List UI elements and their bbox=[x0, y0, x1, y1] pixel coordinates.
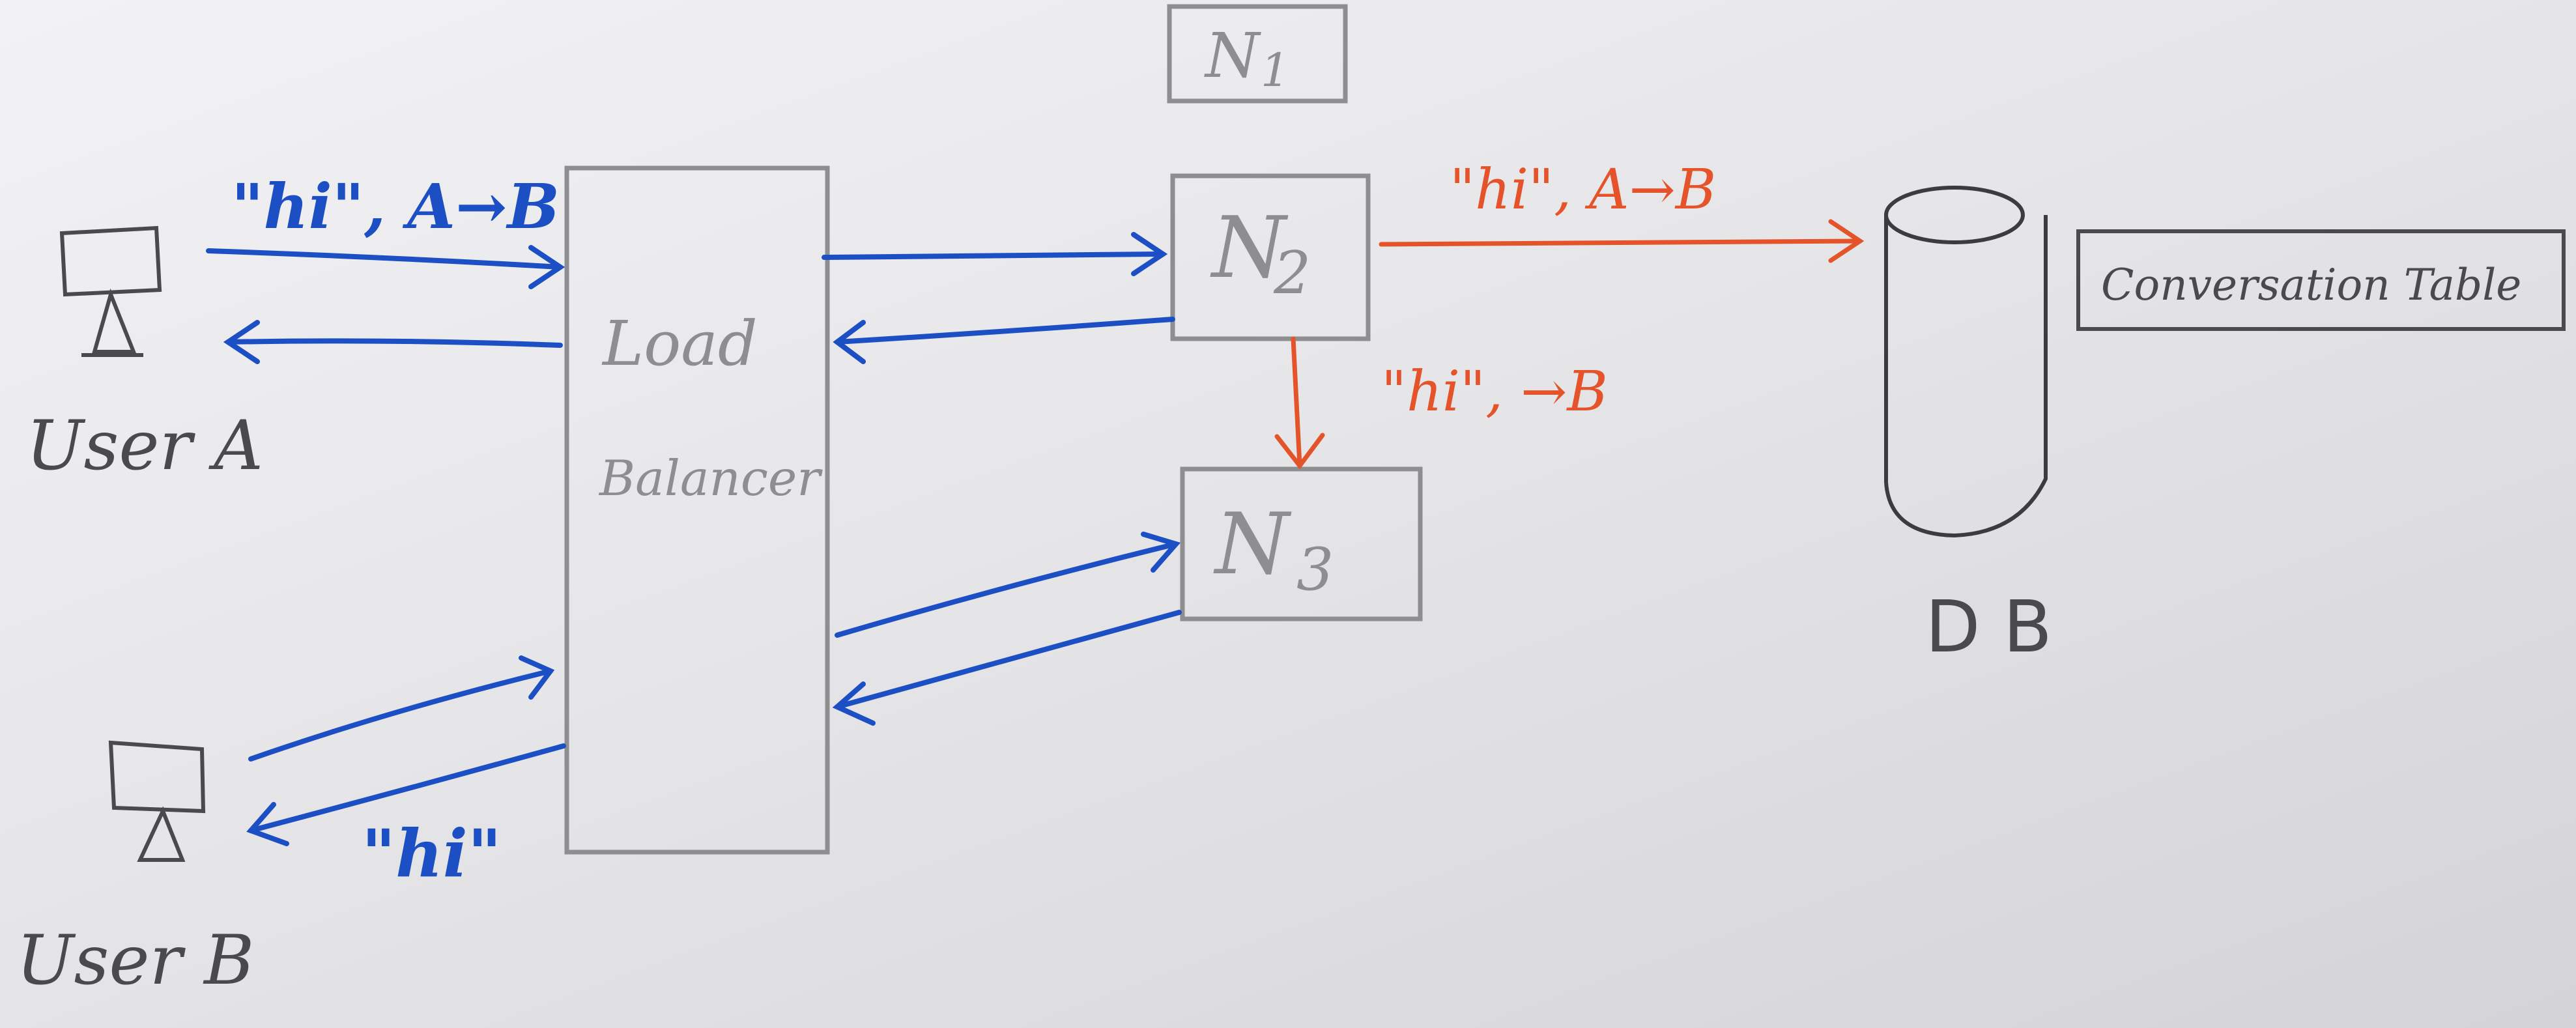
user-a-computer-icon: User A bbox=[26, 225, 263, 485]
n3-label: N bbox=[1213, 494, 1292, 593]
arrowhead-load-balancer-to-user-b bbox=[246, 802, 289, 846]
database-cylinder: D B bbox=[1884, 186, 2052, 668]
load-balancer-node: Load Balancer bbox=[564, 165, 830, 855]
arrow-load-balancer-to-user-b bbox=[248, 743, 566, 833]
n3-subscript: 3 bbox=[1296, 535, 1334, 604]
n2-subscript: 2 bbox=[1273, 239, 1311, 307]
user-a-label: User A bbox=[26, 406, 263, 485]
arrowhead-load-balancer-to-n3 bbox=[1141, 532, 1181, 573]
arrowhead-n3-to-load-balancer bbox=[832, 681, 876, 726]
user-b-label: User B bbox=[16, 921, 254, 1000]
arrow-n2-to-n3 bbox=[1291, 336, 1302, 468]
user-b-computer-icon: User B bbox=[16, 740, 254, 1000]
arrow-n2-to-load-balancer bbox=[835, 317, 1175, 345]
arrowhead-n2-to-load-balancer bbox=[833, 320, 866, 364]
arrowhead-n2-to-n3 bbox=[1274, 433, 1325, 470]
n3-node: N 3 bbox=[1180, 466, 1423, 621]
message-label-n2-to-n3: "hi", →B bbox=[1381, 360, 1608, 424]
arrowhead-user-b-to-load-balancer bbox=[519, 655, 555, 700]
arrow-user-b-to-load-balancer bbox=[248, 668, 553, 762]
arrowhead-load-balancer-to-n2 bbox=[1131, 232, 1168, 276]
arrowhead-user-a-to-load-balancer bbox=[528, 245, 565, 289]
db-label: D B bbox=[1925, 585, 2052, 668]
arrowhead-load-balancer-to-user-a bbox=[223, 320, 260, 364]
arrow-n2-to-db bbox=[1379, 238, 1863, 247]
n2-node: N 2 bbox=[1170, 173, 1371, 341]
arrow-user-a-to-load-balancer bbox=[206, 248, 563, 270]
message-label-n2-to-db: "hi", A→B bbox=[1450, 158, 1716, 222]
n2-label: N bbox=[1210, 198, 1289, 297]
n1-label: N bbox=[1204, 20, 1261, 92]
conversation-table-label: Conversation Table bbox=[2101, 260, 2521, 310]
arrow-load-balancer-to-n3 bbox=[835, 541, 1179, 638]
message-label-a-to-lb: "hi", A→B bbox=[231, 171, 560, 243]
load-balancer-label-line1: Load bbox=[601, 308, 758, 380]
arrow-load-balancer-to-n2 bbox=[822, 251, 1166, 260]
load-balancer-label-line2: Balancer bbox=[598, 450, 823, 507]
conversation-table-node: Conversation Table bbox=[2076, 229, 2566, 331]
n1-subscript: 1 bbox=[1261, 44, 1290, 97]
arrow-load-balancer-to-user-a bbox=[225, 338, 563, 348]
arrow-n3-to-load-balancer bbox=[835, 610, 1182, 709]
n1-node: N 1 bbox=[1167, 4, 1348, 104]
arrowhead-n2-to-db bbox=[1828, 219, 1865, 263]
message-label-lb-to-b: "hi" bbox=[362, 815, 502, 892]
